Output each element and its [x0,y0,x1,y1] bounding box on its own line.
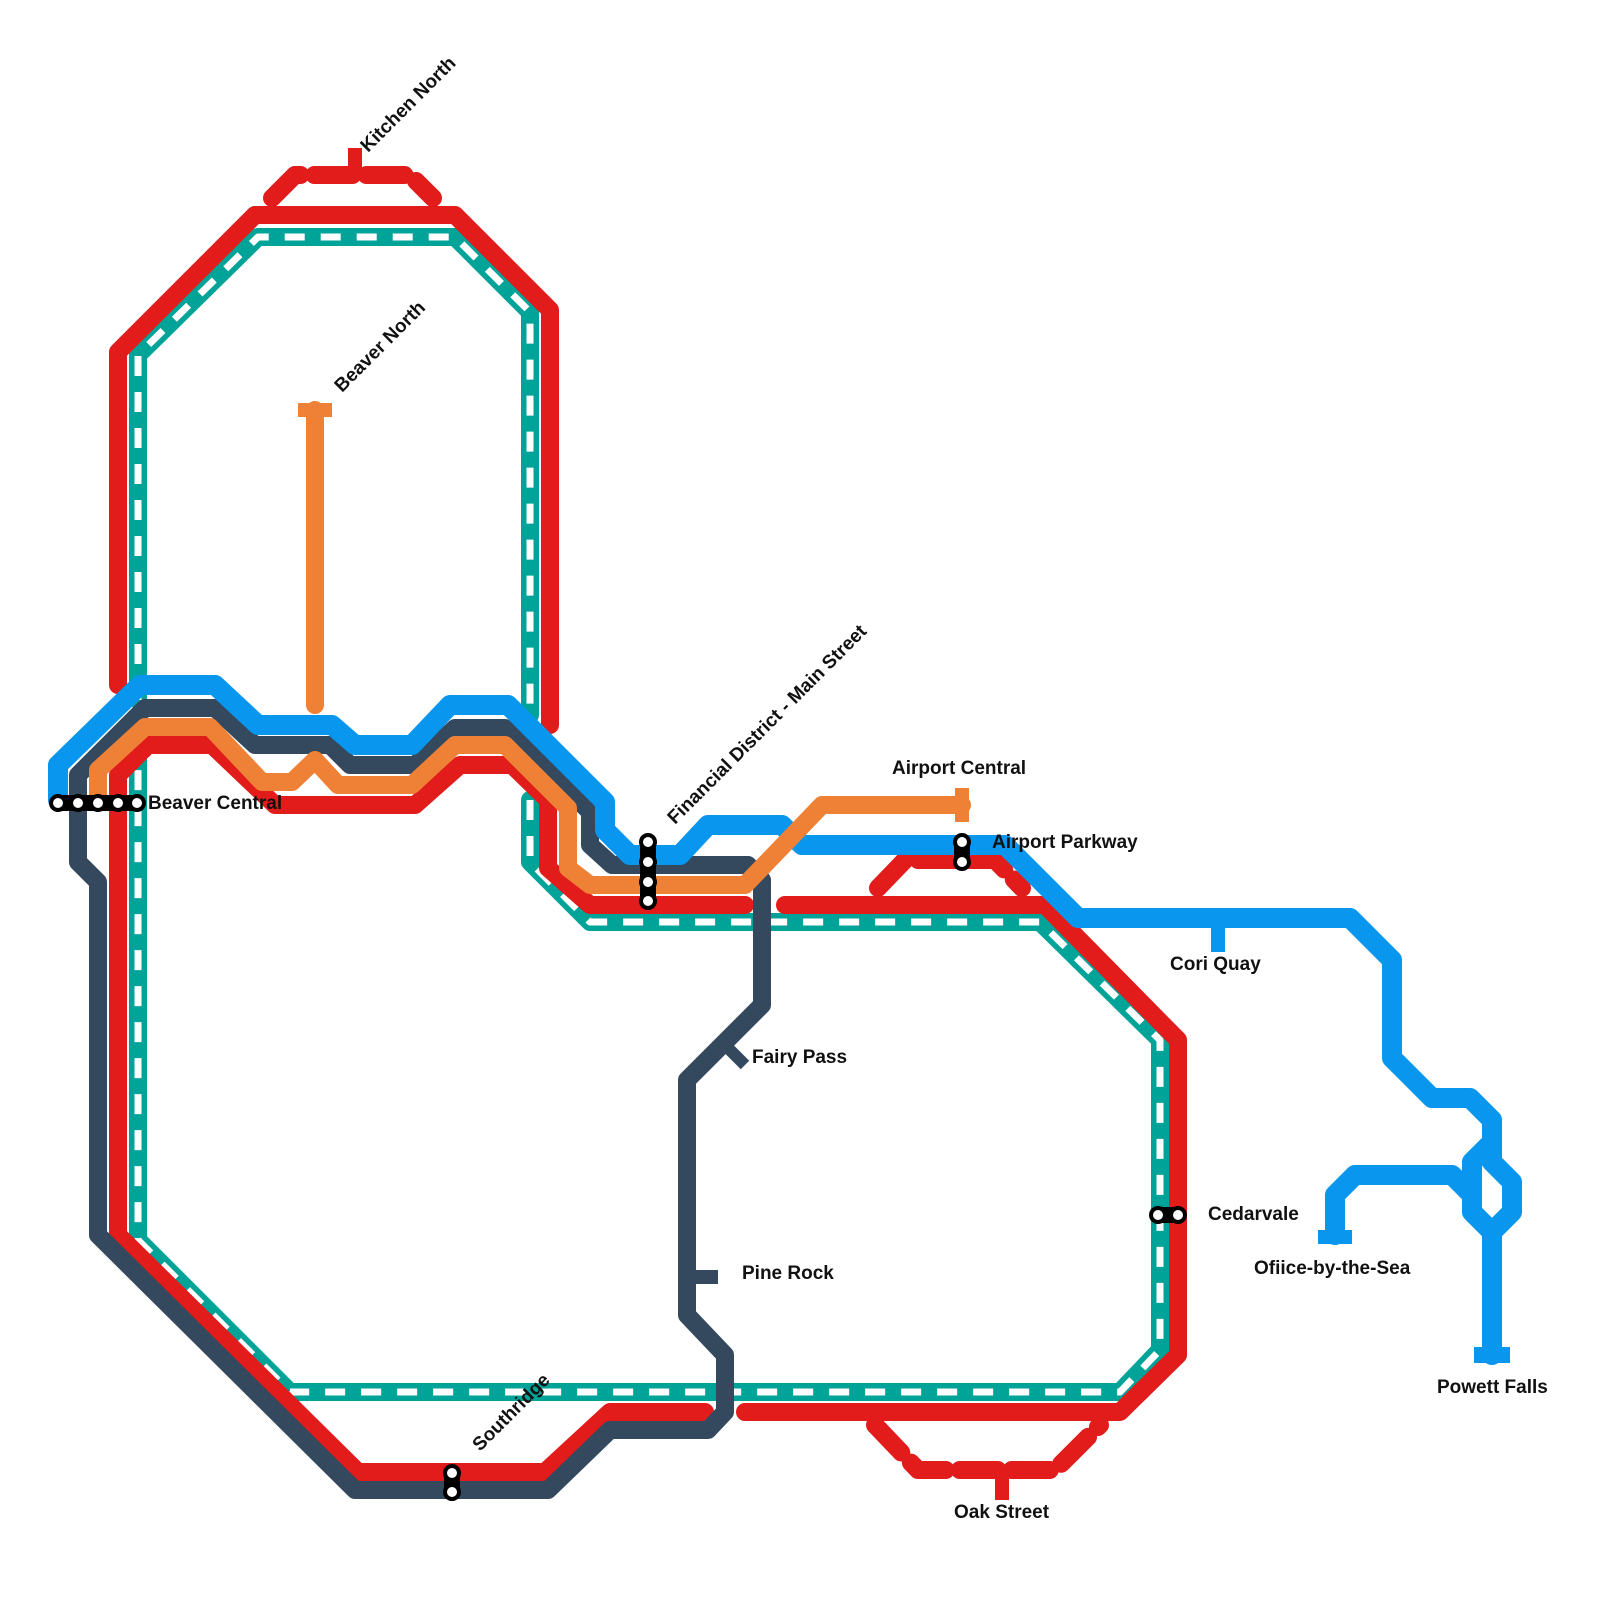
teal-line-main-dash [134,755,1164,1396]
red-line [109,166,1187,1481]
red-line-airport-spur [869,851,1031,897]
navy-line [69,699,771,1499]
red-line-central [109,736,754,1244]
blue-line-loop-west [1462,1132,1502,1205]
red-line-oak-spur [866,1416,1109,1479]
station-cedarvale-marker[interactable] [1149,1206,1187,1224]
station-airport-parkway-marker[interactable] [953,833,971,871]
teal-line [129,228,1169,1401]
label-kitchen-north[interactable]: Kitchen North [357,53,461,157]
label-powett-falls[interactable]: Powett Falls [1437,1377,1548,1398]
blue-line-main [48,675,1522,1365]
label-airport-parkway[interactable]: Airport Parkway [992,832,1138,853]
label-beaver-north[interactable]: Beaver North [331,297,430,396]
red-line-north-loop [109,206,559,734]
station-southridge-marker[interactable] [443,1464,461,1501]
label-cedarvale[interactable]: Cedarvale [1208,1204,1299,1225]
label-southridge[interactable]: Southridge [469,1370,555,1456]
label-oak-street[interactable]: Oak Street [954,1502,1050,1523]
label-pine-rock[interactable]: Pine Rock [742,1263,834,1284]
station-beaver-central-marker[interactable] [49,794,146,812]
teal-line-north-loop-dash [134,233,534,715]
teal-line-north-loop [129,228,539,724]
station-financial-district-marker[interactable] [639,833,657,910]
red-line-east [736,896,1187,1421]
label-office-by-the-sea[interactable]: Ofiice-by-the-Sea [1254,1258,1411,1279]
blue-line-office-branch [1325,1165,1502,1245]
red-line-kitchen-spur [263,166,442,207]
label-airport-central[interactable]: Airport Central [892,758,1026,779]
label-fairy-pass[interactable]: Fairy Pass [752,1047,847,1068]
station-ticks [348,148,1510,1500]
label-cori-quay[interactable]: Cori Quay [1170,954,1261,975]
label-beaver-central[interactable]: Beaver Central [148,793,282,814]
red-line-south [109,1226,714,1481]
